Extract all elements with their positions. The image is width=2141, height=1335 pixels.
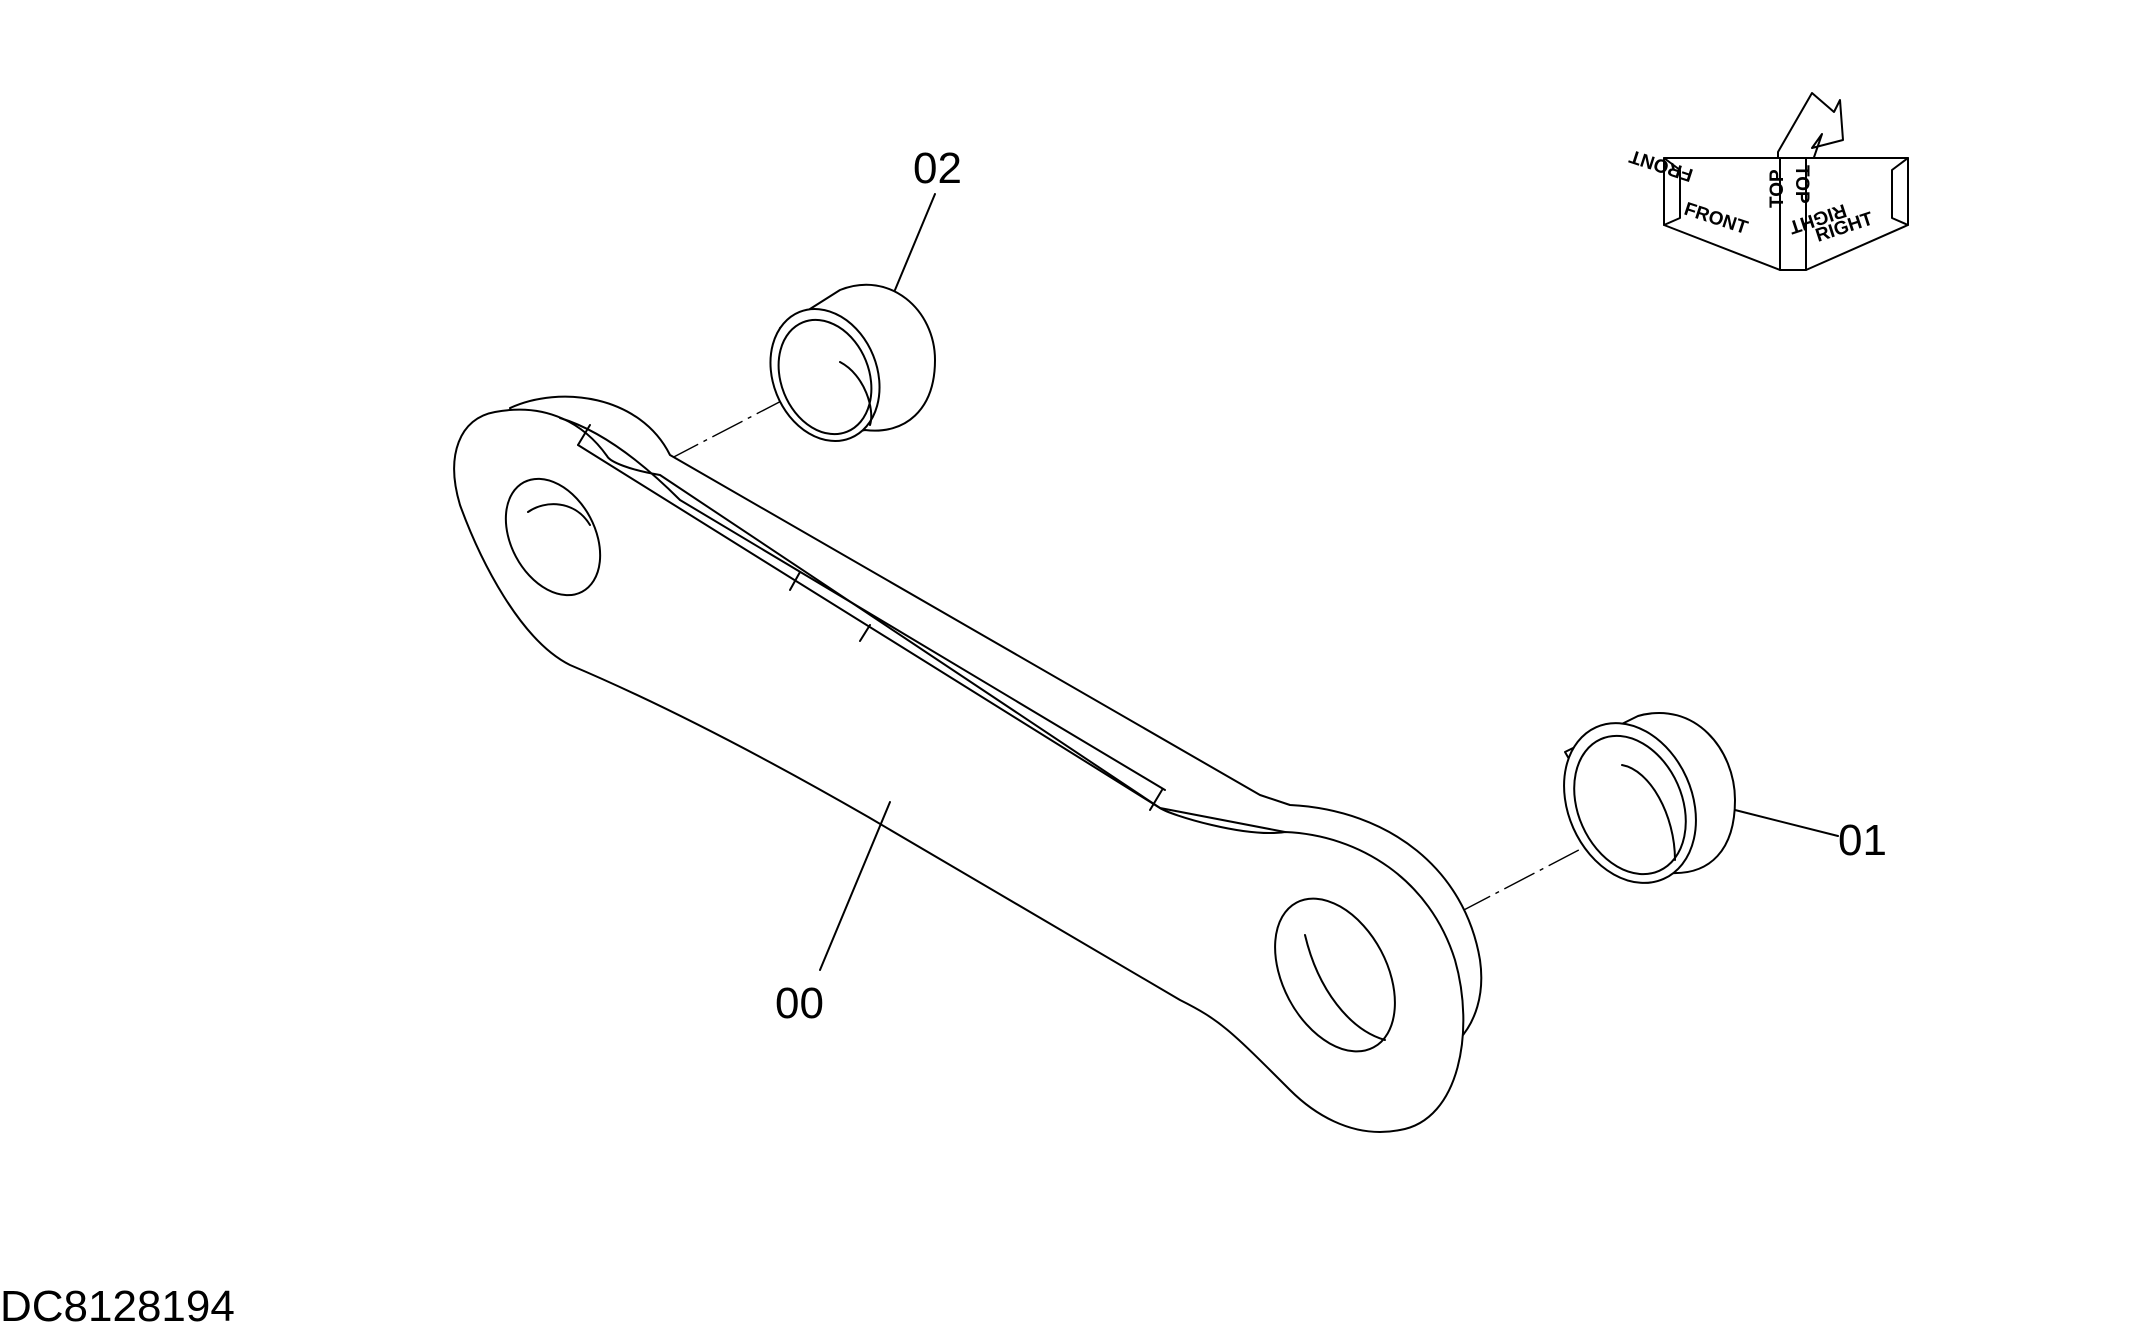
link-eye-hole-left-inner [527,503,591,526]
link-seam [1149,789,1163,811]
bushing-01 [1563,711,1736,884]
bushing-01-bore-edge [1621,764,1676,861]
callout-01: 01 [1838,816,1887,865]
drawing-number: DC8128194 [0,1282,235,1331]
leader-02 [894,193,936,291]
bushing-01-bore [1573,734,1687,876]
center-column [1779,157,1807,271]
link-web-edge-inner [559,417,1166,791]
leader-01 [1734,809,1839,837]
link-eye-hole-left [504,477,602,597]
link-seam [859,624,871,642]
link-seam [577,424,591,446]
callout-00: 00 [775,979,824,1028]
cube-label-top: TOP [1791,165,1812,204]
leader-00 [819,801,891,971]
cube-label-top-mirrored: TOP [1767,169,1788,208]
bushing-02-bore [777,318,873,436]
cube-label-front-mirrored: FRONT [1627,145,1696,185]
front-arrow [1663,157,1681,226]
right-arrow [1891,157,1909,226]
link-seam [789,571,801,591]
orientation-cube: FRONT FRONT RIGHT RIGHT TOP TOP [1627,92,1909,271]
link-eye-hole-right-inner [1304,934,1386,1041]
bushing-02 [769,283,936,442]
link-web-edge [577,444,1286,833]
callout-02: 02 [913,144,962,193]
link-part [453,395,1483,1133]
bushing-02-bore-edge [839,361,873,426]
